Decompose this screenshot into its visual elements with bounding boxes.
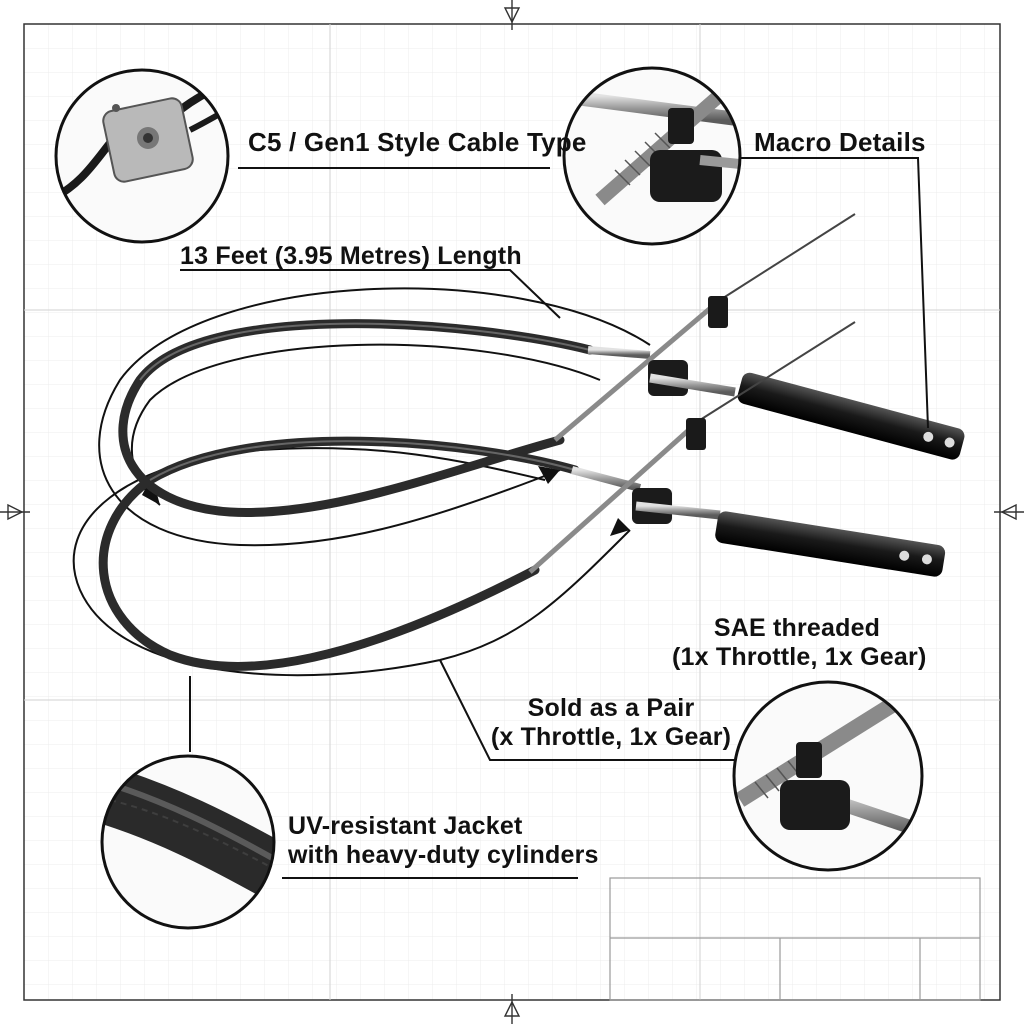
label-jacket-line1: UV-resistant Jacket bbox=[288, 812, 523, 840]
label-pair-line2: (x Throttle, 1x Gear) bbox=[490, 722, 732, 751]
label-macro-details: Macro Details bbox=[754, 127, 926, 157]
cable-lower bbox=[98, 321, 946, 671]
leader-lines bbox=[180, 157, 929, 879]
label-sae-line2: (1x Throttle, 1x Gear) bbox=[672, 642, 927, 671]
detail-jacket bbox=[100, 754, 276, 930]
detail-sae-clamp bbox=[732, 680, 924, 872]
label-length: 13 Feet (3.95 Metres) Length bbox=[180, 242, 522, 270]
cable-upper bbox=[118, 213, 965, 518]
title-block bbox=[609, 877, 981, 1001]
label-sold-as-pair: Sold as a Pair (x Throttle, 1x Gear) bbox=[486, 694, 736, 752]
label-sae-threaded: SAE threaded (1x Throttle, 1x Gear) bbox=[672, 614, 927, 672]
detail-connector-block bbox=[54, 68, 230, 244]
label-cable-type: C5 / Gen1 Style Cable Type bbox=[248, 127, 587, 157]
label-sae-line1: SAE threaded bbox=[713, 614, 881, 642]
detail-macro-clamp bbox=[562, 66, 742, 246]
label-jacket-line2: with heavy-duty cylinders bbox=[288, 840, 599, 869]
label-pair-line1: Sold as a Pair bbox=[527, 694, 695, 722]
label-uv-jacket: UV-resistant Jacket with heavy-duty cyli… bbox=[288, 812, 599, 870]
loop-outlines bbox=[72, 287, 651, 677]
